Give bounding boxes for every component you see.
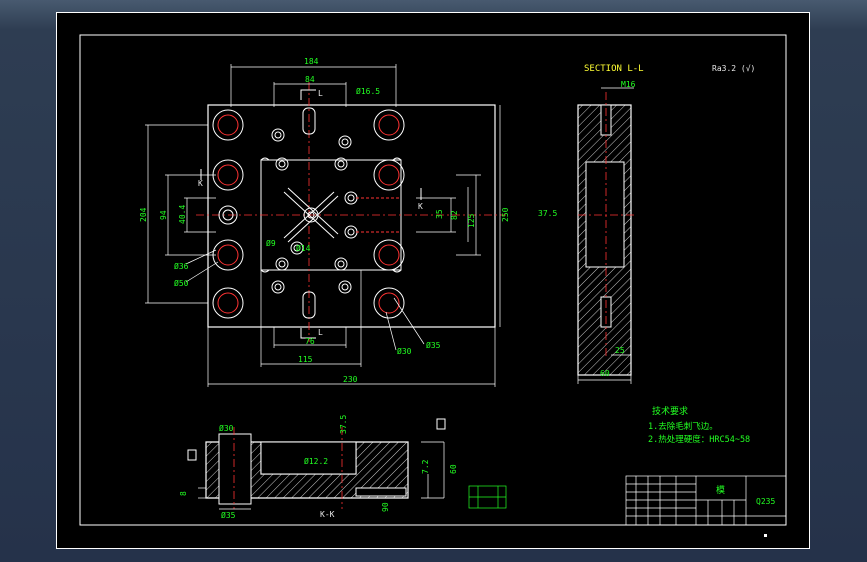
tech-notes-heading: 技术要求 bbox=[652, 405, 688, 417]
section-mark-bottom: L bbox=[318, 328, 323, 337]
drawing-svg: 184 84 Ø16.5 L L K K 204 94 40.4 250 125… bbox=[56, 12, 810, 549]
dim-hole-top: Ø16.5 bbox=[356, 86, 380, 96]
title-part-name: 模 bbox=[716, 485, 725, 496]
dim-ll-left: 37.5 bbox=[538, 209, 557, 218]
tech-notes: 技术要求 1.去除毛刺飞边。 2.热处理硬度：HRC54~58 bbox=[648, 405, 750, 445]
title-block bbox=[625, 475, 787, 526]
dim-hole-d35-right: Ø35 bbox=[426, 340, 441, 350]
dim-hole-d36: Ø36 bbox=[174, 261, 189, 271]
tech-notes-line1: 1.去除毛刺飞边。 bbox=[648, 421, 718, 432]
inner-frame bbox=[79, 34, 787, 526]
section-mark-k-right: K bbox=[418, 202, 423, 211]
dim-hole-d9: Ø9 bbox=[266, 238, 276, 248]
dim-right-pitch: 125 bbox=[467, 213, 476, 228]
dim-right-height: 250 bbox=[501, 207, 510, 222]
outer-border bbox=[56, 12, 810, 549]
dim-top-width: 184 bbox=[304, 57, 319, 66]
dim-kk-90: 90 bbox=[381, 502, 390, 512]
dim-kk-d12: Ø12.2 bbox=[304, 456, 328, 466]
section-mark-k-left: K bbox=[198, 179, 203, 188]
dim-hole-d30-right: Ø30 bbox=[397, 346, 412, 356]
dim-kk-vert37: 37.5 bbox=[339, 415, 348, 434]
dim-kk-60: 60 bbox=[449, 464, 458, 474]
datum-left bbox=[187, 449, 197, 461]
dim-top-inner: 84 bbox=[305, 75, 315, 84]
marker bbox=[764, 534, 767, 537]
dim-bottom-115: 115 bbox=[298, 355, 313, 364]
dim-left-inner: 94 bbox=[159, 210, 168, 220]
dim-kk-d35: Ø35 bbox=[221, 510, 236, 520]
dim-right-82: 82 bbox=[450, 210, 459, 220]
dim-ll-25: 25 bbox=[615, 346, 625, 355]
dim-kk-7: 7.2 bbox=[421, 459, 430, 474]
tech-notes-line2: 2.热处理硬度：HRC54~58 bbox=[648, 434, 750, 445]
title-material: Q235 bbox=[756, 497, 775, 506]
section-mark-top: L bbox=[318, 89, 323, 98]
thread-label: M16 bbox=[621, 80, 636, 89]
dim-bottom-230: 230 bbox=[343, 375, 358, 384]
section-kk-label: K-K bbox=[320, 510, 335, 519]
roughness-symbol: Ra3.2 (√) bbox=[712, 64, 755, 73]
section-ll-title: SECTION L-L bbox=[584, 64, 644, 74]
dim-bottom-76: 76 bbox=[305, 337, 315, 346]
section-ll: SECTION L-L Ra3.2 (√) bbox=[538, 64, 755, 384]
dim-ll-60: 60 bbox=[600, 369, 610, 378]
plan-view: 184 84 Ø16.5 L L K K 204 94 40.4 250 125… bbox=[139, 57, 510, 387]
plate-outline bbox=[207, 104, 496, 328]
dim-hole-d50: Ø50 bbox=[174, 278, 189, 288]
dim-kk-d30: Ø30 bbox=[219, 423, 234, 433]
dim-hole-d14: Ø14 bbox=[296, 243, 311, 253]
drawing-canvas[interactable]: 184 84 Ø16.5 L L K K 204 94 40.4 250 125… bbox=[56, 12, 810, 549]
dim-kk-8: 8 bbox=[179, 491, 188, 496]
datum-right bbox=[436, 418, 446, 430]
tolerance-frame bbox=[468, 485, 507, 509]
dim-left-small: 40.4 bbox=[178, 205, 187, 224]
small-holes bbox=[271, 128, 358, 294]
dim-right-35: 35 bbox=[435, 209, 444, 219]
dim-left-height: 204 bbox=[139, 207, 148, 222]
section-kk: Ø30 Ø35 Ø12.2 37.5 7.2 60 8 90 K-K bbox=[179, 415, 507, 520]
